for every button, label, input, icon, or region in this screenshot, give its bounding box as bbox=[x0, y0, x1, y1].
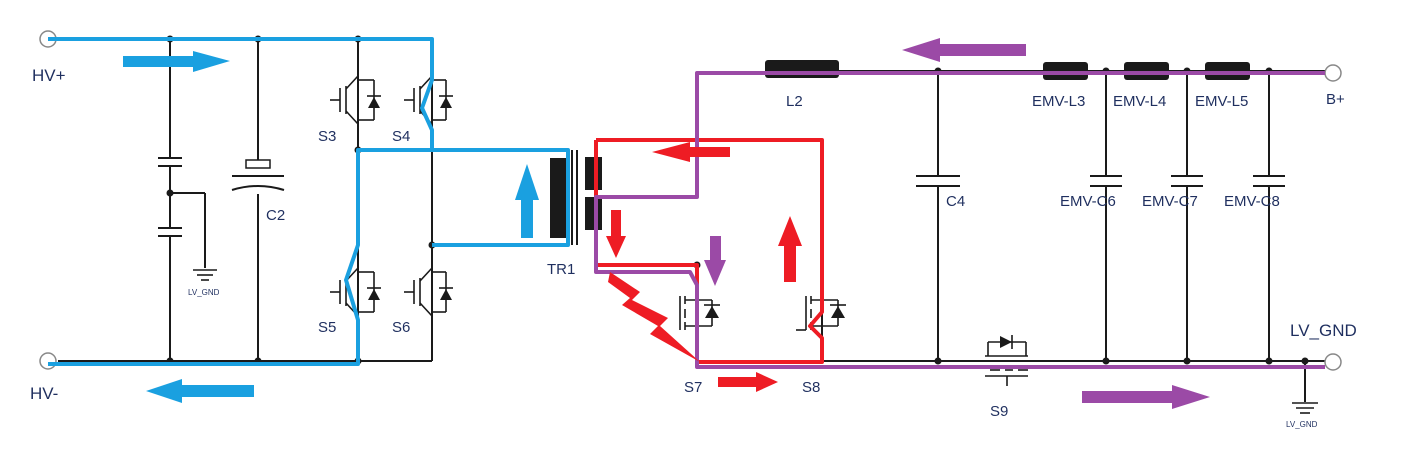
input-capacitor-top bbox=[158, 157, 182, 167]
s9-label: S9 bbox=[990, 403, 1008, 420]
tr1-label: TR1 bbox=[547, 261, 575, 278]
arrow-purple-left-icon bbox=[902, 38, 1026, 62]
lv-gnd-terminal bbox=[1324, 353, 1342, 371]
arrow-red-down-icon bbox=[606, 210, 626, 258]
capacitor-emv-c6 bbox=[1090, 175, 1122, 187]
arrow-purple-right-icon bbox=[1082, 385, 1210, 409]
igbt-s3 bbox=[330, 75, 381, 125]
igbt-s4 bbox=[404, 75, 453, 125]
capacitor-emv-c8 bbox=[1253, 175, 1285, 187]
igbt-s5 bbox=[330, 267, 381, 317]
mosfet-s7 bbox=[679, 292, 720, 334]
ground-symbol-left bbox=[193, 269, 217, 281]
lv-gnd-right-label: LV_GND bbox=[1286, 420, 1318, 429]
arrow-red-up-icon bbox=[778, 216, 802, 282]
hv-plus-label: HV+ bbox=[32, 66, 66, 85]
s4-label: S4 bbox=[392, 128, 410, 145]
output-current-path bbox=[594, 71, 1325, 369]
s8-label: S8 bbox=[802, 379, 820, 396]
s7-label: S7 bbox=[684, 379, 702, 396]
emv-c7-label: EMV-C7 bbox=[1142, 193, 1198, 210]
capacitor-emv-c7 bbox=[1171, 175, 1203, 187]
capacitor-c4 bbox=[916, 175, 960, 187]
arrow-blue-right-icon bbox=[123, 51, 230, 72]
s3-label: S3 bbox=[318, 128, 336, 145]
hv-minus-terminal bbox=[39, 352, 57, 370]
lightning-bolt-icon bbox=[608, 272, 700, 362]
c4-label: C4 bbox=[946, 193, 965, 210]
mosfet-s8 bbox=[796, 292, 846, 334]
s5-label: S5 bbox=[318, 319, 336, 336]
emv-l5-label: EMV-L5 bbox=[1195, 93, 1248, 110]
b-plus-terminal bbox=[1324, 64, 1342, 82]
lv-gnd-label: LV_GND bbox=[1290, 321, 1357, 340]
ground-symbol-right bbox=[1292, 402, 1318, 414]
emv-c6-label: EMV-C6 bbox=[1060, 193, 1116, 210]
s6-label: S6 bbox=[392, 319, 410, 336]
arrow-purple-down-icon bbox=[704, 236, 726, 286]
c2-label: C2 bbox=[266, 207, 285, 224]
igbt-s6 bbox=[404, 267, 453, 317]
mosfet-s9 bbox=[985, 335, 1028, 386]
arrow-red-right-icon bbox=[718, 372, 778, 392]
junction-dots bbox=[166, 35, 1309, 365]
arrow-blue-up-icon bbox=[515, 164, 539, 238]
emv-l3-label: EMV-L3 bbox=[1032, 93, 1085, 110]
hv-minus-label: HV- bbox=[30, 384, 58, 403]
l2-label: L2 bbox=[786, 93, 803, 110]
lv-gnd-left-label: LV_GND bbox=[188, 288, 220, 297]
arrow-blue-left-icon bbox=[146, 379, 254, 403]
b-plus-label: B+ bbox=[1326, 91, 1345, 108]
emv-c8-label: EMV-C8 bbox=[1224, 193, 1280, 210]
capacitor-c2 bbox=[231, 159, 285, 191]
input-capacitor-bottom bbox=[158, 227, 182, 237]
inductor-l2 bbox=[765, 60, 839, 78]
secondary-current-path bbox=[594, 138, 824, 364]
emv-l4-label: EMV-L4 bbox=[1113, 93, 1166, 110]
hv-current-path bbox=[48, 37, 570, 366]
arrow-red-left-icon bbox=[652, 142, 730, 162]
